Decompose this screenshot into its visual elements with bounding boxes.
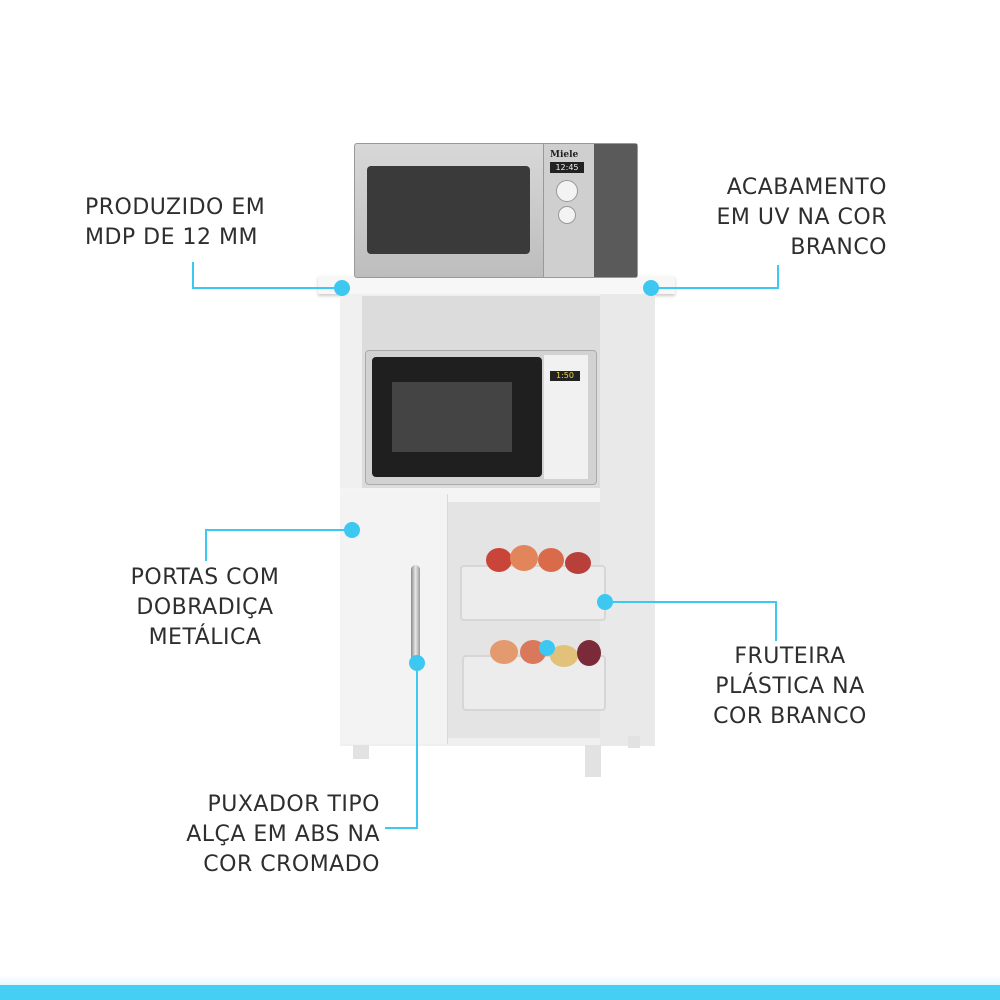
cabinet-side: [600, 294, 655, 746]
callout-line: [605, 601, 777, 603]
callout-line: [777, 265, 779, 289]
callout-line: [205, 529, 207, 561]
fruit: [510, 545, 538, 571]
cabinet-foot: [353, 745, 369, 759]
microwave-brand-logo: Miele: [550, 150, 579, 160]
callout-dot: [334, 280, 350, 296]
callout-dot: [539, 640, 555, 656]
microwave-display: 1:50: [550, 371, 580, 381]
window-glass: [392, 382, 512, 452]
callout-line: [775, 601, 777, 641]
callout-dot: [643, 280, 659, 296]
callout-handle: PUXADOR TIPO ALÇA EM ABS NA COR CROMADO: [186, 792, 380, 877]
callout-dot: [344, 522, 360, 538]
dial-icon: [556, 180, 578, 202]
microwave-window: [367, 166, 530, 254]
lower-microwave: 1:50: [365, 350, 597, 485]
microwave-side: [594, 144, 637, 277]
control-panel: 1:50: [544, 355, 588, 479]
callout-line: [192, 262, 194, 288]
bottom-accent-bar: [0, 985, 1000, 1000]
callout-dot: [597, 594, 613, 610]
callout-finish: ACABAMENTO EM UV NA COR BRANCO: [716, 175, 887, 260]
callout-material: PRODUZIDO EM MDP DE 12 MM: [85, 195, 266, 250]
callout-line: [205, 529, 352, 531]
fruit-basket-lower: [462, 655, 606, 711]
callout-doors: PORTAS COM DOBRADIÇA METÁLICA: [130, 565, 280, 650]
cabinet-foot: [585, 745, 601, 777]
microwave-display: 12:45: [550, 162, 584, 173]
fruit: [490, 640, 518, 664]
cabinet-top: [318, 276, 675, 294]
callout-line: [192, 287, 342, 289]
fruit: [577, 640, 601, 666]
fruit: [550, 645, 578, 667]
cabinet-door: [340, 494, 448, 744]
top-microwave: Miele 12:45: [354, 143, 638, 278]
microwave-window: [372, 357, 542, 477]
callout-dot: [409, 655, 425, 671]
fruit: [538, 548, 564, 572]
fruit-basket-upper: [460, 565, 606, 621]
callout-fruit-basket: FRUTEIRA PLÁSTICA NA COR BRANCO: [713, 644, 867, 729]
fruit: [486, 548, 512, 572]
callout-line: [385, 827, 418, 829]
callout-line: [651, 287, 779, 289]
door-handle: [411, 565, 420, 661]
dial-icon: [558, 206, 576, 224]
control-panel: Miele 12:45: [543, 144, 594, 277]
cabinet-foot: [628, 736, 640, 748]
bottom-fade: [0, 975, 1000, 985]
callout-line: [416, 663, 418, 829]
fruit: [565, 552, 591, 574]
